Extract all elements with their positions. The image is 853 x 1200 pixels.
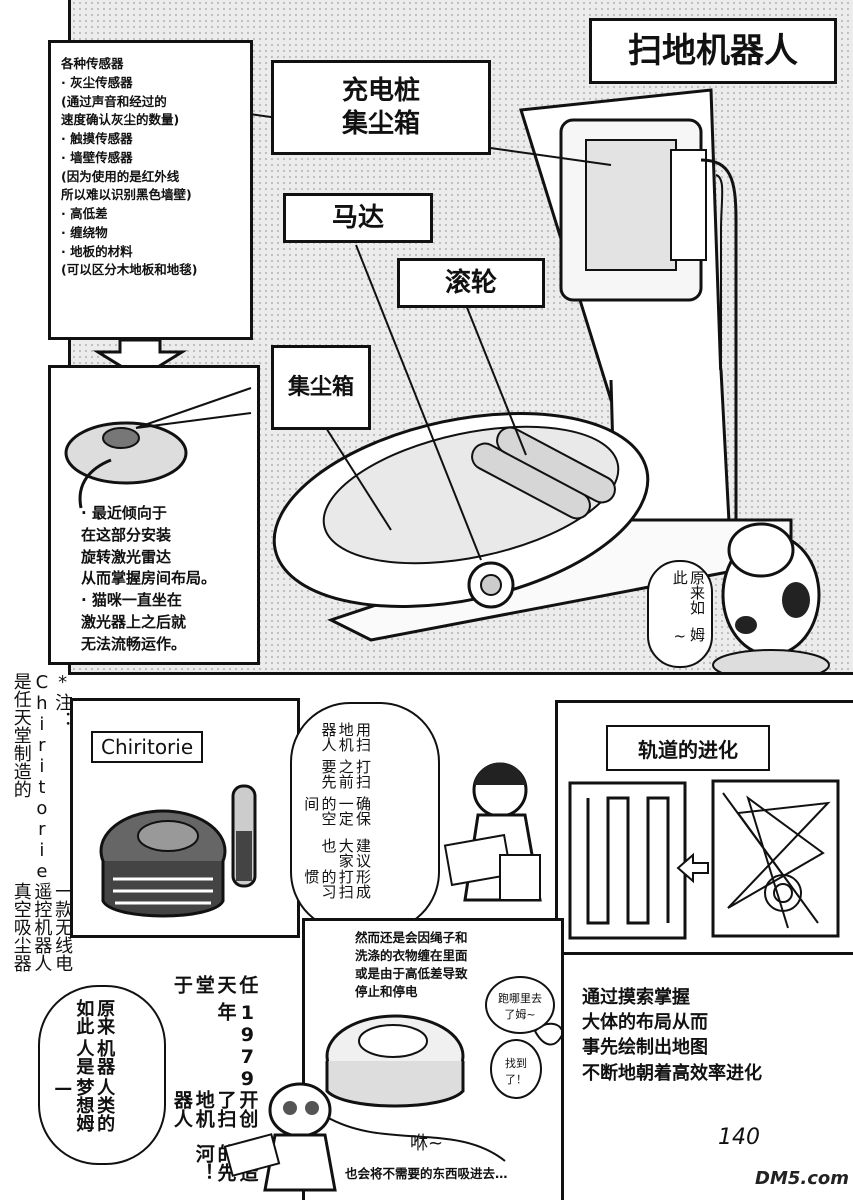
dustbox-label: 集尘箱 [271, 345, 371, 430]
problem-caption-line: 停止和停电 [355, 984, 418, 1000]
footnote-line: *注：Chiritorie是任天堂制造的 [10, 672, 74, 882]
problem-caption-line: 然而还是会因绳子和 [355, 930, 468, 945]
where-bubble: 跑哪里去了姆~ [485, 976, 555, 1034]
page-title: 扫地机器人 [589, 18, 837, 84]
lidar-note-line: · 最近倾向于 [81, 504, 167, 522]
tip-bubble-line: 用扫地机器人 [319, 722, 373, 752]
nintendo-text-line: 任天堂于 [170, 975, 259, 994]
dustbox-label-text: 集尘箱 [287, 374, 354, 400]
sensor-list-item: (因为使用的是红外线 [61, 168, 180, 184]
robot-stuck-illustration [324, 1014, 561, 1162]
sfx-text: 咻~ [410, 1129, 443, 1155]
lidar-note-line: 在这部分安装 [81, 525, 172, 544]
problem-caption-line: 或是由于高低差导致 [355, 966, 468, 982]
bottom-panel: 然而还是会因绳子和 洗涤的衣物缠在里面 或是由于高低差导致 停止和停电 跑哪里去… [302, 918, 564, 1200]
robot-dream-line: 人类的梦想姆— [52, 1078, 116, 1133]
page-title-text: 扫地机器人 [628, 30, 798, 71]
tip-bubble-line: 打扫之前要先 [319, 758, 373, 789]
sensor-list-item: · 缠绕物 [61, 224, 108, 240]
lidar-note-line: 激光器上之后就 [81, 612, 187, 631]
roller-label-text: 滚轮 [444, 267, 497, 298]
nintendo-text-line: 制造的先河！ [192, 1144, 259, 1183]
evolution-panel: 轨道的进化 [555, 700, 853, 955]
evolution-title: 轨道的进化 [638, 737, 738, 762]
top-panel: 扫地机器人 充电桩 集尘箱 马达 滚轮 集尘箱 原来如此 姆~ [68, 0, 853, 675]
sensor-list-item: · 触摸传感器 [61, 131, 133, 146]
sensor-list-item: 所以难以识别黑色墙壁) [61, 187, 192, 203]
lidar-panel: · 最近倾向于 在这部分安装 旋转激光雷达 从而掌握房间布局。 · 猫咪一直坐在… [48, 365, 260, 665]
sensor-list-box: 各种传感器 · 灰尘传感器 (通过声音和经过的 速度确认灰尘的数量) · 触摸传… [48, 40, 253, 340]
dock-label-line: 集尘箱 [341, 108, 420, 139]
suck-caption-text: 也会将不需要的东西吸进去… [345, 1166, 508, 1181]
evolution-note-line: 事先绘制出地图 [582, 1037, 708, 1059]
dock-label-line: 充电桩 [341, 76, 420, 106]
sensor-list-item: · 墙壁传感器 [61, 149, 133, 165]
robot-dream-line: 机器人是 [73, 1038, 116, 1075]
sensor-list-item: · 高低差 [61, 206, 108, 221]
chiritorie-panel: Chiritorie [70, 698, 300, 938]
lidar-note-line: 从而掌握房间布局。 [81, 569, 217, 588]
tip-bubble-line: 确保一定的空间 [302, 795, 372, 826]
sensor-list-item: · 灰尘传感器 [61, 74, 133, 90]
lidar-note-line: · 猫咪一直坐在 [81, 591, 182, 609]
watermark-text: DM5.com [755, 1168, 850, 1189]
evolution-note-line: 通过摸索掌握 [582, 987, 690, 1008]
left-arrow-icon [676, 852, 709, 884]
nintendo-text-line: 开创了扫地机器人 [170, 1090, 259, 1129]
problem-caption-line: 洗涤的衣物缠在里面 [355, 948, 468, 964]
footnote: *注：Chiritorie是任天堂制造的 一款无线电遥控机器人真空吸尘器 [10, 672, 74, 972]
robot-dream-bubble: 原来如此 机器人是 人类的梦想姆— [38, 985, 166, 1165]
tip-bubble: 用扫地机器人 打扫之前要先 确保一定的空间 建议大家也 形成打扫的习惯 [290, 702, 440, 932]
watermark: DM5.com [755, 1168, 849, 1189]
robot-dock-illustration [74, 88, 830, 672]
roller-label: 滚轮 [397, 258, 545, 308]
motor-label: 马达 [283, 193, 433, 243]
evolution-note: 通过摸索掌握 大体的布局从而 事先绘制出地图 不断地朝着高效率进化 [582, 985, 762, 1086]
nintendo-text: 任天堂于 1979年 开创了扫地机器人 制造的先河！ [170, 975, 259, 1185]
chiritorie-label: Chiritorie [101, 735, 194, 759]
chiritorie-label-box: Chiritorie [91, 731, 204, 763]
found-bubble-text: 找到了！ [505, 1057, 527, 1086]
lidar-note: · 最近倾向于 在这部分安装 旋转激光雷达 从而掌握房间布局。 · 猫咪一直坐在… [81, 503, 216, 655]
nintendo-text-line: 1979年 [214, 1002, 259, 1091]
evolution-title-box: 轨道的进化 [606, 725, 770, 771]
dock-label: 充电桩 集尘箱 [271, 60, 491, 155]
footnote-line: 一款无线电遥控机器人真空吸尘器 [10, 882, 74, 972]
evolution-diagram [568, 779, 840, 940]
page-number-text: 140 [718, 1125, 760, 1150]
evolution-note-line: 大体的布局从而 [582, 1012, 708, 1034]
problem-caption: 然而还是会因绳子和 洗涤的衣物缠在里面 或是由于高低差导致 停止和停电 [355, 929, 468, 1002]
lidar-note-line: 无法流畅运作。 [81, 634, 187, 653]
sensor-list-item: (可以区分木地板和地毯) [61, 262, 198, 278]
cat-bubble-top: 原来如此 姆~ [647, 560, 713, 668]
sfx-text-value: 咻~ [410, 1133, 444, 1154]
motor-label-text: 马达 [331, 202, 384, 233]
lidar-note-line: 旋转激光雷达 [81, 547, 172, 566]
chiritorie-illustration [99, 784, 257, 918]
suck-caption: 也会将不需要的东西吸进去… [345, 1163, 508, 1182]
sensor-list-item: · 地板的材料 [61, 243, 133, 259]
where-bubble-text: 跑哪里去了姆~ [498, 992, 542, 1021]
tip-bubble-line: 形成打扫的习惯 [302, 869, 372, 900]
tip-bubble-line: 建议大家也 [319, 838, 373, 869]
sensor-list-item: 各种传感器 [61, 56, 124, 71]
sensor-list-item: 速度确认灰尘的数量) [61, 112, 180, 128]
cat-bubble-line: 姆~ [670, 626, 706, 645]
page-number: 140 [718, 1125, 760, 1150]
robot-dream-line: 原来如此 [73, 999, 116, 1035]
cat-bubble-line: 原来如此 [670, 570, 706, 615]
sensor-list-item: (通过声音和经过的 [61, 93, 167, 109]
found-bubble: 找到了！ [490, 1039, 542, 1099]
evolution-note-line: 不断地朝着高效率进化 [582, 1062, 762, 1084]
lidar-robot-illustration [64, 387, 252, 509]
